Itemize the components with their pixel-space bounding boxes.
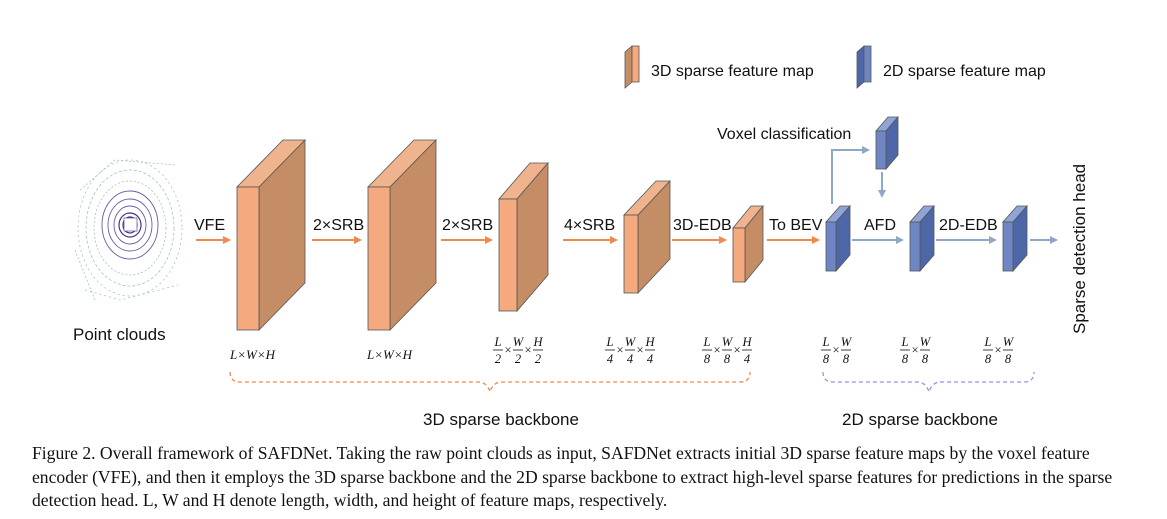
point-cloud-image: [72, 155, 183, 305]
dim-fraction-frac8c: L8×W8: [983, 335, 1015, 366]
fraction-denominator: 2: [495, 352, 501, 366]
fraction-numerator: W: [513, 335, 525, 349]
label-to-bev: To BEV: [769, 217, 823, 234]
voxel-classification-map: [875, 115, 899, 171]
fraction-numerator: H: [644, 335, 655, 349]
label-srb3: 4×SRB: [564, 217, 615, 234]
label-sparse-detection-head: Sparse detection head: [1070, 164, 1089, 334]
legend-3d-label: 3D sparse feature map: [651, 63, 814, 80]
dim-fraction-frac8b: L8×W8: [900, 335, 932, 366]
times-sign: ×: [832, 343, 840, 357]
fraction-denominator: 2: [535, 352, 541, 366]
dim-fraction-frac8a: L8×W8: [821, 335, 853, 366]
times-sign: ×: [733, 343, 741, 357]
times-sign: ×: [524, 343, 532, 357]
label-2d-edb: 2D-EDB: [939, 217, 998, 234]
fraction-numerator: L: [984, 335, 992, 349]
dim-fraction-frac2: L2×W2×H2: [493, 335, 543, 366]
bracket-3d-backbone: [229, 371, 751, 395]
fraction-denominator: 8: [724, 352, 731, 366]
fraction-denominator: 8: [823, 352, 830, 366]
dim-label-1: L×W×H: [229, 347, 276, 362]
fraction-numerator: L: [703, 335, 711, 349]
fraction-numerator: W: [722, 335, 734, 349]
arrow-to-voxel-cls: [831, 146, 870, 204]
legend-3d-swatch: [624, 45, 640, 89]
times-sign: ×: [994, 343, 1002, 357]
feature-map-3d-5: [732, 204, 764, 284]
legend-2d-swatch: [856, 45, 872, 89]
fraction-denominator: 4: [744, 352, 750, 366]
bracket-2d-backbone: [822, 371, 1035, 395]
fraction-numerator: L: [822, 335, 830, 349]
fraction-numerator: W: [920, 335, 932, 349]
fraction-denominator: 8: [704, 352, 711, 366]
label-3d-backbone: 3D sparse backbone: [423, 410, 579, 429]
arrows-2d: [831, 146, 1058, 244]
label-voxel-classification: Voxel classification: [717, 126, 851, 143]
times-sign: ×: [616, 343, 624, 357]
fraction-numerator: W: [625, 335, 637, 349]
fraction-denominator: 8: [922, 352, 929, 366]
label-2d-backbone: 2D sparse backbone: [842, 410, 998, 429]
fraction-denominator: 8: [1005, 352, 1012, 366]
dim-label-2: L×W×H: [366, 347, 413, 362]
fraction-numerator: L: [901, 335, 909, 349]
times-sign: ×: [911, 343, 919, 357]
legend: 3D sparse feature map 2D sparse feature …: [624, 45, 1046, 89]
label-afd: AFD: [864, 217, 896, 234]
feature-map-3d-1: [236, 139, 306, 331]
fraction-denominator: 8: [843, 352, 850, 366]
fraction-numerator: H: [532, 335, 543, 349]
fraction-numerator: W: [1003, 335, 1015, 349]
label-srb1: 2×SRB: [313, 217, 364, 234]
fraction-numerator: L: [494, 335, 502, 349]
fraction-numerator: H: [741, 335, 752, 349]
feature-map-3d-3: [498, 161, 549, 313]
feature-map-3d-2: [367, 139, 437, 331]
dim-fraction-frac4: L4×W4×H4: [605, 335, 655, 366]
times-sign: ×: [713, 343, 721, 357]
label-srb2: 2×SRB: [442, 217, 493, 234]
feature-map-2d-1: [825, 204, 851, 273]
fraction-denominator: 4: [647, 352, 653, 366]
feature-map-2d-3: [1002, 204, 1028, 273]
legend-2d-label: 2D sparse feature map: [883, 63, 1046, 80]
framework-diagram: 3D sparse feature map 2D sparse feature …: [72, 45, 1089, 429]
fraction-denominator: 2: [515, 352, 521, 366]
fraction-denominator: 8: [902, 352, 909, 366]
times-sign: ×: [636, 343, 644, 357]
feature-map-2d-2: [909, 204, 935, 273]
dim-fraction-frac8h: L8×W8×H4: [702, 335, 752, 366]
figure-caption: Figure 2. Overall framework of SAFDNet. …: [32, 443, 1113, 510]
fraction-denominator: 8: [985, 352, 992, 366]
fraction-numerator: W: [841, 335, 853, 349]
fraction-denominator: 4: [607, 352, 613, 366]
label-3d-edb: 3D-EDB: [673, 217, 732, 234]
fraction-denominator: 4: [627, 352, 633, 366]
fraction-numerator: L: [606, 335, 614, 349]
feature-map-3d-4: [623, 179, 671, 295]
label-vfe: VFE: [194, 217, 225, 234]
point-clouds-label: Point clouds: [73, 325, 166, 344]
times-sign: ×: [504, 343, 512, 357]
